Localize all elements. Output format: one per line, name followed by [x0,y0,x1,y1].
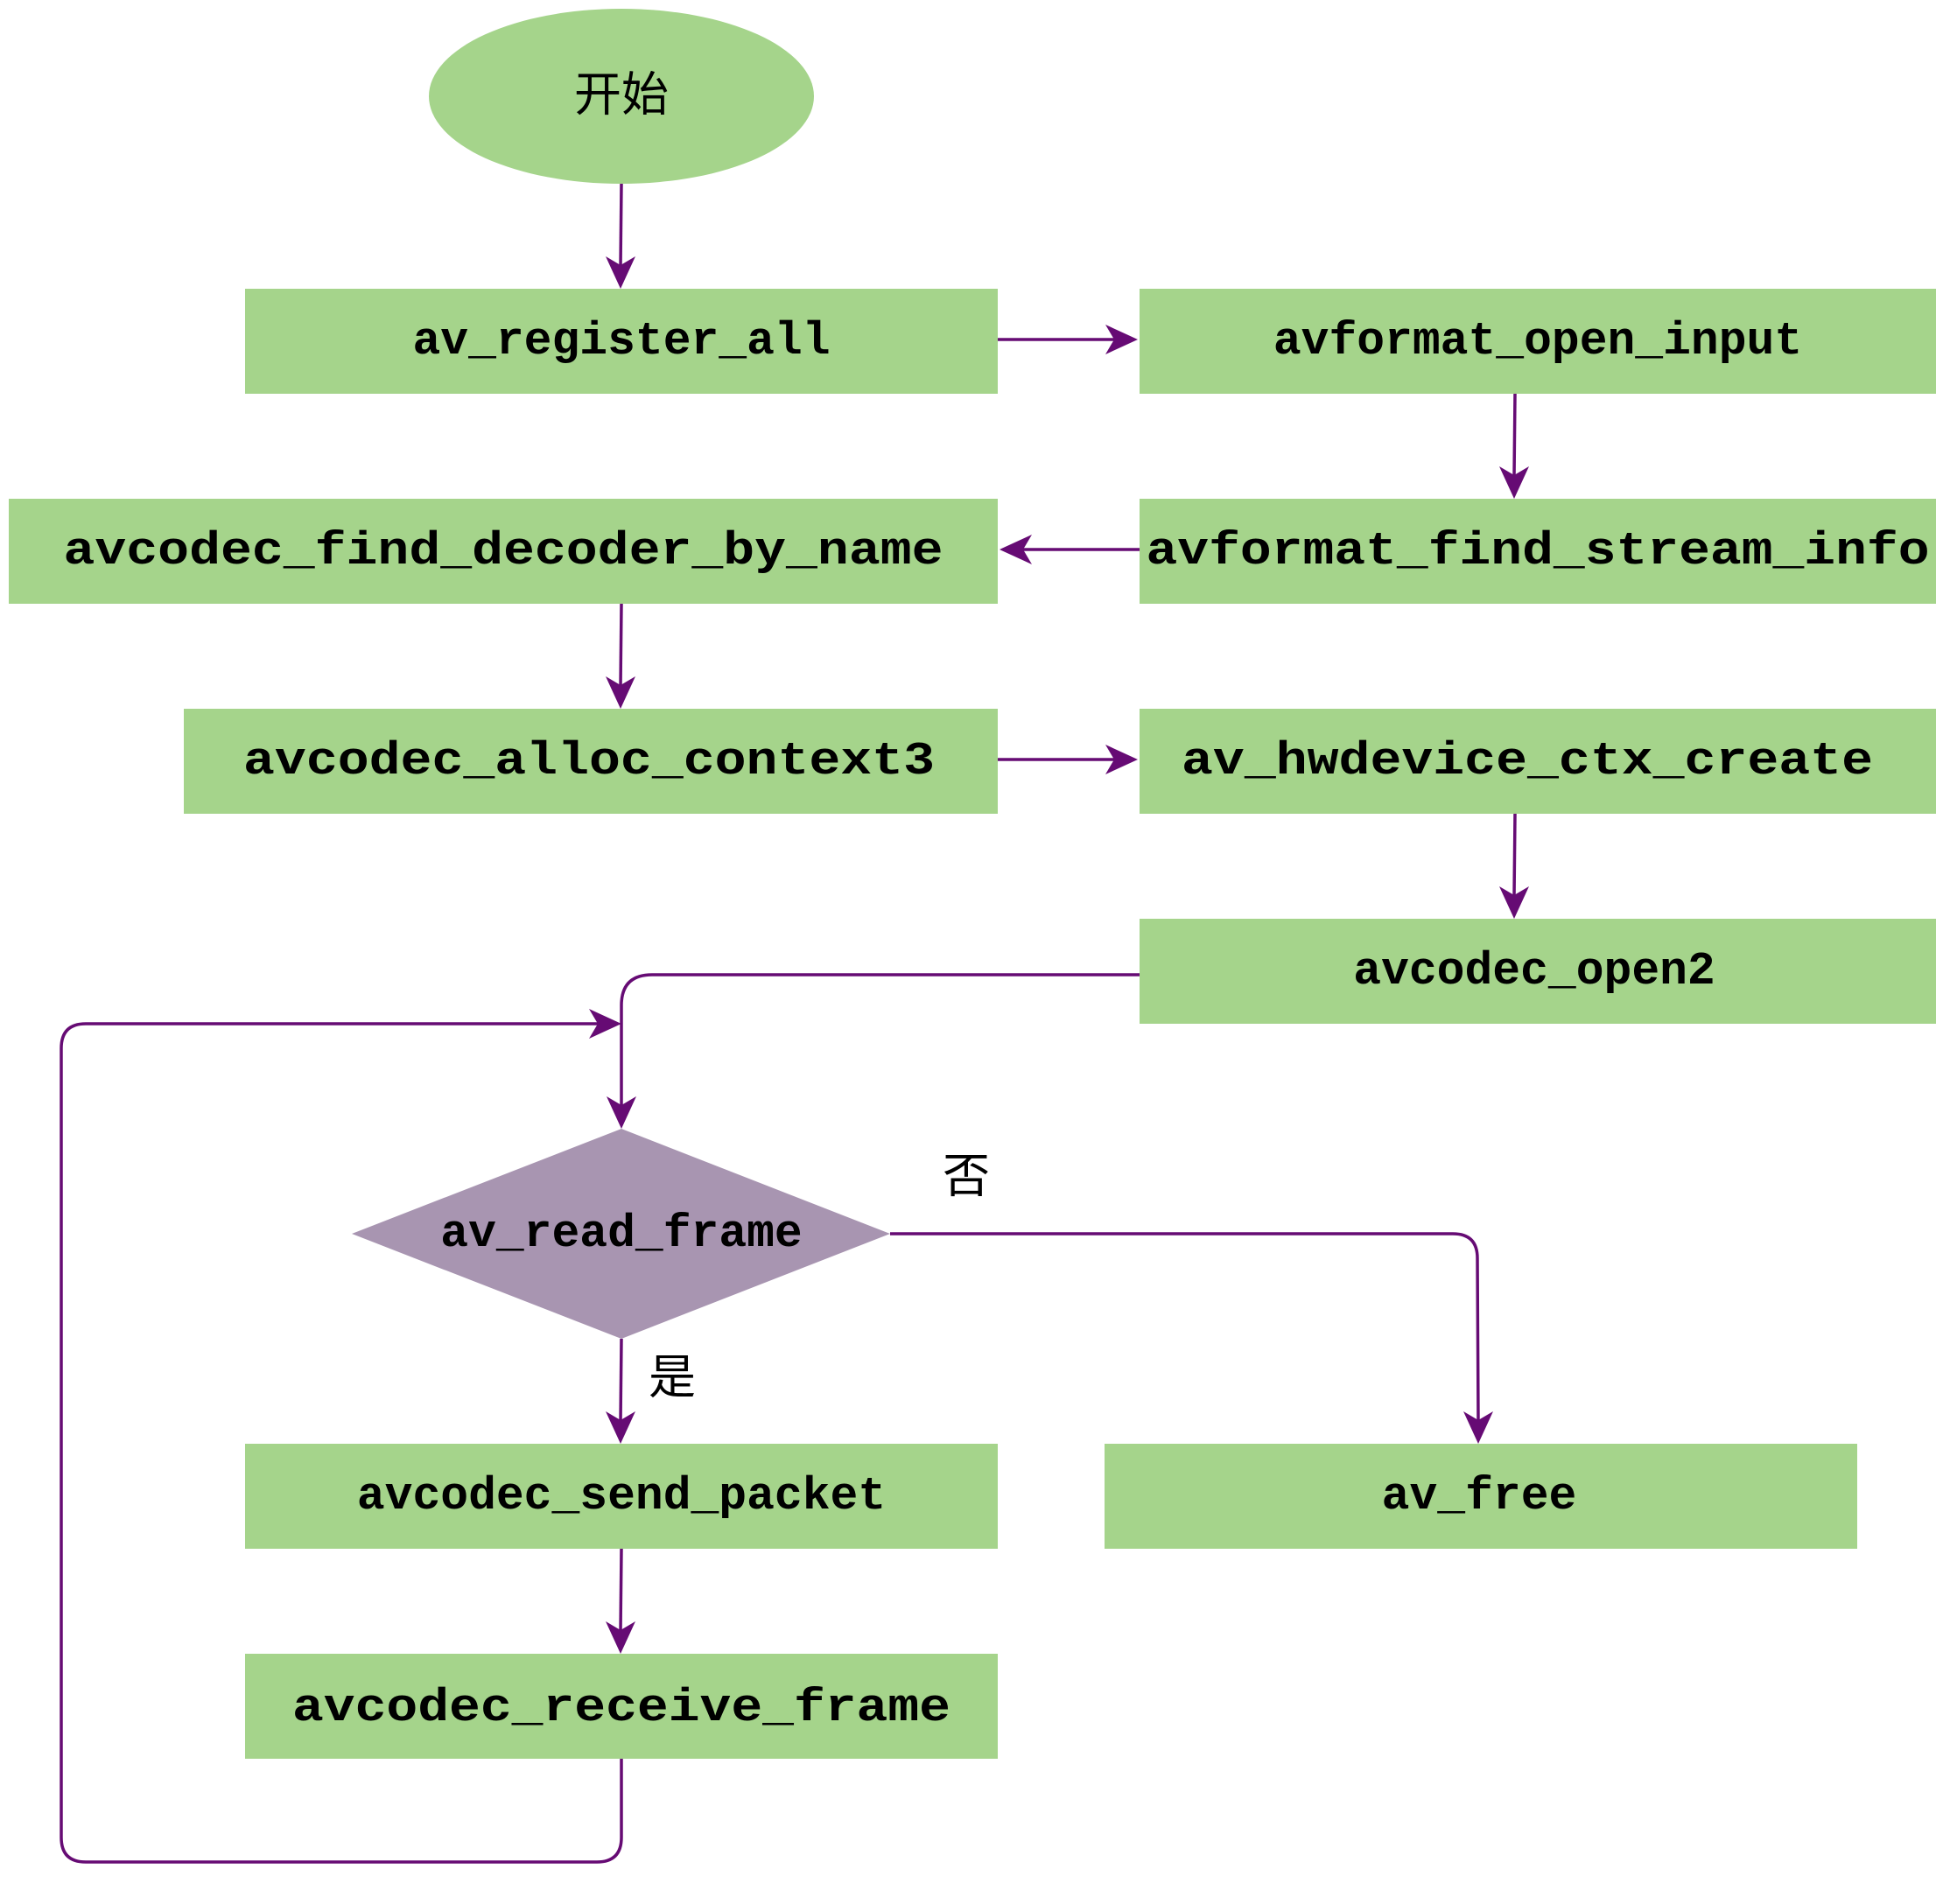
node-label: avcodec_find_decoder_by_name [64,525,943,578]
edge-receive-frame-loop-back [60,1022,623,1864]
node-label: avcodec_send_packet [357,1470,886,1522]
arrowhead-icon [606,1411,635,1444]
node-label: av_register_all [412,315,830,368]
node-label: avformat_find_stream_info [1147,525,1930,578]
arrowhead-icon [606,256,635,289]
nodes: 开始 av_register_all avformat_open_input a… [9,9,1936,1759]
arrowhead-icon [1499,466,1529,499]
node-avcodec-alloc-context3[interactable]: avcodec_alloc_context3 [184,709,998,814]
node-av-hwdevice-ctx-create[interactable]: av_hwdevice_ctx_create [1140,709,1936,814]
node-label: av_free [1382,1470,1577,1522]
node-start-label: 开始 [574,67,669,122]
node-label: avformat_open_input [1273,315,1802,368]
node-label: av_read_frame [440,1208,802,1260]
node-label: av_hwdevice_ctx_create [1182,735,1873,788]
edge-open2-to-read-frame [620,973,1140,1105]
node-avcodec-send-packet[interactable]: avcodec_send_packet [245,1444,998,1549]
edge-label-yes: 是 [649,1350,696,1405]
node-avcodec-find-decoder-by-name[interactable]: avcodec_find_decoder_by_name [9,499,998,604]
arrowhead-icon [1105,745,1138,774]
arrowhead-icon [1463,1411,1493,1444]
node-av-free[interactable]: av_free [1105,1444,1857,1549]
edge-open-input-to-find-stream-info [1512,393,1517,478]
node-avcodec-receive-frame[interactable]: avcodec_receive_frame [245,1654,998,1759]
edge-hwdevice-to-open2 [1512,813,1517,898]
node-label: avcodec_alloc_context3 [243,735,935,788]
node-av-read-frame-decision[interactable]: av_read_frame [352,1129,890,1339]
node-avcodec-open2[interactable]: avcodec_open2 [1140,919,1936,1024]
arrowhead-icon [589,1009,621,1039]
node-label: avcodec_open2 [1353,945,1715,998]
edge-read-frame-no [890,1232,1480,1423]
node-avformat-open-input[interactable]: avformat_open_input [1140,289,1936,394]
arrowhead-icon [1105,325,1138,354]
node-avformat-find-stream-info[interactable]: avformat_find_stream_info [1140,499,1936,604]
node-label: avcodec_receive_frame [292,1682,950,1734]
arrowhead-icon [1000,535,1032,564]
edges [60,183,1529,1864]
arrowhead-icon [607,1096,636,1129]
edge-label-no: 否 [943,1149,990,1204]
arrowhead-icon [1499,886,1529,919]
arrowhead-icon [606,1621,635,1654]
arrowhead-icon [606,676,635,709]
node-av-register-all[interactable]: av_register_all [245,289,998,394]
node-start[interactable]: 开始 [429,9,814,184]
